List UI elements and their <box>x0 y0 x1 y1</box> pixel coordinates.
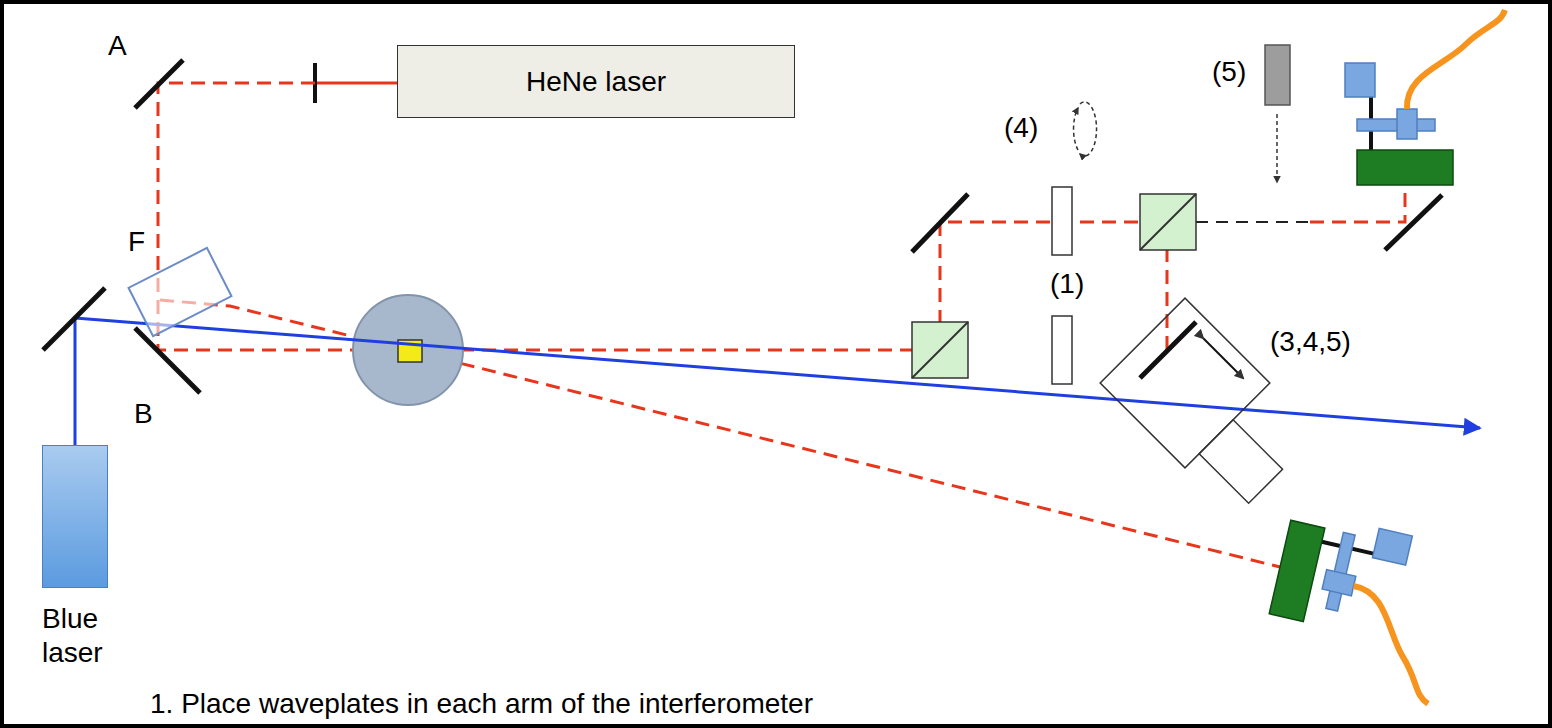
laser-body <box>42 445 108 588</box>
laser-name: HeNe laser <box>526 65 666 99</box>
callout-number: (5) <box>1212 56 1246 88</box>
detector <box>1258 509 1465 704</box>
callout-number: (4) <box>1004 112 1038 144</box>
sample-mount <box>353 295 463 405</box>
detector <box>1345 10 1505 185</box>
filter <box>129 248 232 336</box>
filter-label: F <box>128 226 145 258</box>
step-note: 1. Place waveplates in each arm of the i… <box>150 688 813 720</box>
waveplate <box>1052 187 1072 255</box>
callout-number: (1) <box>1050 268 1084 300</box>
laser-box: HeNe laser <box>397 45 795 118</box>
callout-number: (3,4,5) <box>1270 326 1351 358</box>
laser-name: Blue laser <box>42 602 122 669</box>
laser-source: Blue laser <box>42 445 152 669</box>
hene-beam <box>158 83 1405 567</box>
mirror-label: B <box>134 398 153 430</box>
rotation-arrow <box>1074 102 1097 156</box>
beam-block <box>1265 45 1290 105</box>
pump-beam <box>75 318 1480 428</box>
waveplate <box>1052 316 1072 384</box>
mirror-label: A <box>108 30 127 62</box>
